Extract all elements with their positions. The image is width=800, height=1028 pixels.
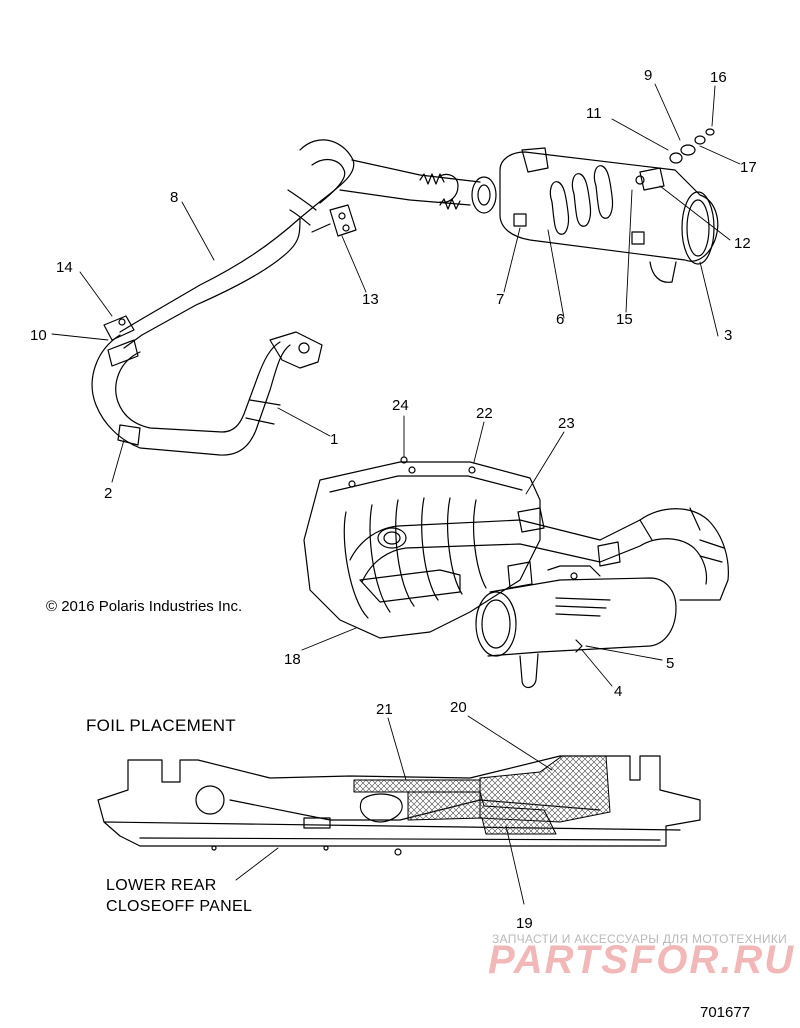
foil-21-strip xyxy=(353,779,481,793)
watermark-tagline: ЗАПЧАСТИ И АКСЕССУАРЫ ДЛЯ МОТОТЕХНИКИ xyxy=(492,932,788,946)
callout-9: 9 xyxy=(644,67,652,84)
callout-10: 10 xyxy=(30,327,47,344)
foil-19-region xyxy=(407,791,557,835)
callout-13: 13 xyxy=(362,291,379,308)
callout-7: 7 xyxy=(496,291,504,308)
callout-23: 23 xyxy=(558,415,575,432)
callout-15: 15 xyxy=(616,311,633,328)
callout-16: 16 xyxy=(710,69,727,86)
heat-shield-assembly xyxy=(303,461,729,639)
callout-leaders-middle xyxy=(301,415,663,687)
callout-6: 6 xyxy=(556,311,564,328)
callout-21: 21 xyxy=(376,701,393,718)
callout-18: 18 xyxy=(284,651,301,668)
part-24-washer xyxy=(400,456,408,464)
muffler-top xyxy=(499,128,719,283)
panel-label-line1: LOWER REAR xyxy=(106,877,217,894)
callout-20: 20 xyxy=(450,699,467,716)
callout-12: 12 xyxy=(734,235,751,252)
callout-19: 19 xyxy=(516,915,533,932)
callout-4: 4 xyxy=(614,683,622,700)
callout-11: 11 xyxy=(586,105,602,122)
callout-8: 8 xyxy=(170,189,178,206)
callout-17: 17 xyxy=(740,159,757,176)
callout-leaders-top xyxy=(51,83,741,483)
muffler-middle xyxy=(475,565,677,689)
panel-label-line2: CLOSEOFF PANEL xyxy=(106,898,253,915)
callout-5: 5 xyxy=(666,655,674,672)
document-number: 701677 xyxy=(700,1004,751,1021)
watermark-brand: PARTSFOR.RU xyxy=(488,938,796,982)
head-pipe-assembly xyxy=(91,139,497,456)
foil-placement-title: FOIL PLACEMENT xyxy=(86,716,236,735)
callout-numbers: 9 16 11 17 8 12 14 13 7 6 15 3 10 1 2 24… xyxy=(30,67,757,932)
callout-14: 14 xyxy=(56,259,73,276)
callout-2: 2 xyxy=(104,485,112,502)
callout-leaders-bottom xyxy=(235,715,553,905)
callout-1: 1 xyxy=(330,431,338,448)
callout-3: 3 xyxy=(724,327,732,344)
copyright-notice: © 2016 Polaris Industries Inc. xyxy=(46,598,243,615)
callout-22: 22 xyxy=(476,405,493,422)
callout-24: 24 xyxy=(392,397,409,414)
